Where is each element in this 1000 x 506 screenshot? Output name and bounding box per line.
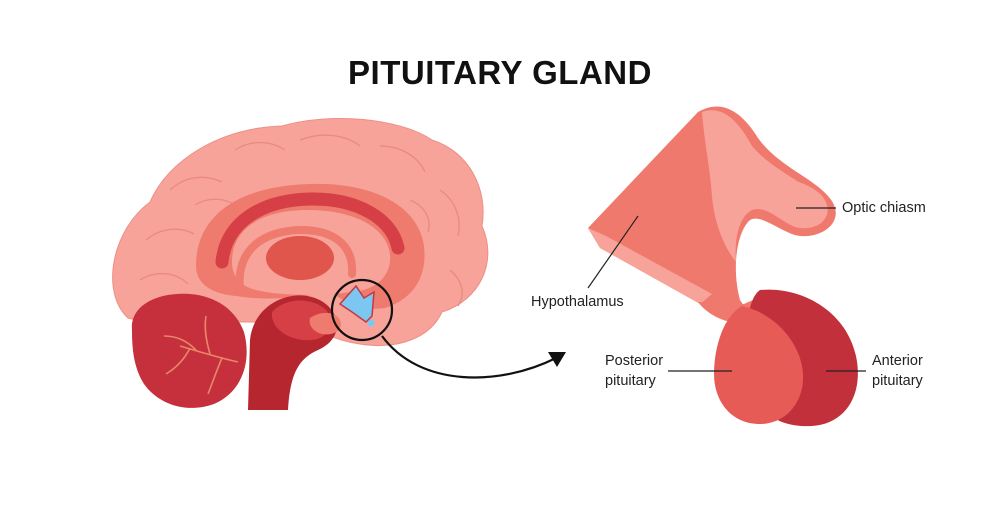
- posterior-label-line1: Posterior: [605, 353, 664, 369]
- thalamus: [266, 236, 334, 280]
- posterior-pituitary-label: Posterior pituitary: [605, 351, 663, 391]
- arbor-vitae: [163, 315, 239, 395]
- pituitary-illustration: [588, 106, 858, 427]
- fornix: [235, 225, 357, 294]
- page-title: PITUITARY GLAND: [348, 54, 652, 91]
- hypothalamus-leader: [587, 215, 639, 289]
- optic-chiasm-label: Optic chiasm: [842, 200, 926, 216]
- gyri-lines: [139, 134, 463, 307]
- anterior-pituitary-label: Anterior pituitary: [872, 351, 923, 391]
- anterior-label-line2: pituitary: [872, 373, 923, 389]
- pituitary-dot: [367, 319, 375, 327]
- pituitary-highlight: [338, 284, 375, 323]
- corpus-callosum: [215, 192, 405, 269]
- arrow-head: [548, 352, 566, 367]
- anterior-label-line1: Anterior: [872, 353, 923, 369]
- magnifier-circle: [330, 278, 394, 342]
- optic-chiasm: [758, 172, 828, 228]
- posterior-pituitary: [714, 306, 804, 424]
- posterior-label-line2: pituitary: [605, 373, 656, 389]
- brain-illustration: [112, 117, 489, 410]
- hypothalamus-label: Hypothalamus: [531, 294, 624, 310]
- zoom-arrow: [381, 335, 557, 379]
- hypothalamus-edge: [588, 228, 712, 304]
